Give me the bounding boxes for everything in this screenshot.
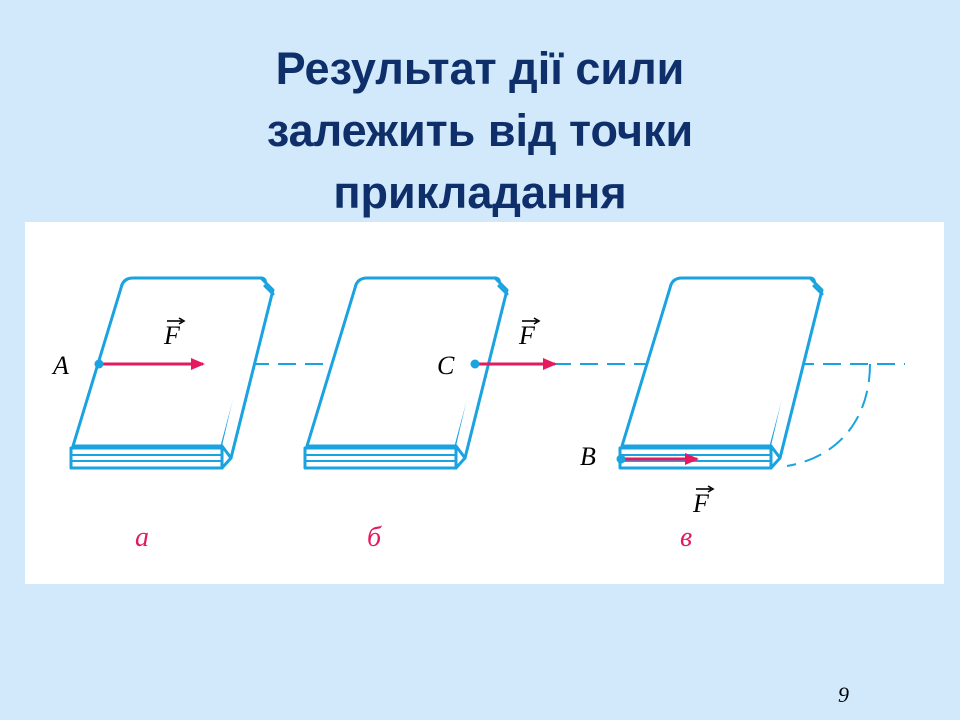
point-label-a: A <box>51 351 69 380</box>
title-line-2: залежить від точки <box>266 105 694 156</box>
force-symbol-b: F <box>692 489 710 518</box>
panel-label-a: а <box>135 522 149 553</box>
figure-diagram: A C B F F F а б в <box>51 276 905 553</box>
point-a-dot <box>94 359 104 369</box>
slide-title: Результат дії сили залежить від точки пр… <box>0 38 960 224</box>
force-symbol-a: F <box>163 321 181 350</box>
title-line-3: прикладання <box>333 167 627 218</box>
force-symbol-c: F <box>518 321 536 350</box>
panel-label-b: б <box>367 522 382 553</box>
book-force-figure: A C B F F F а б в <box>25 222 944 584</box>
force-label-b: F <box>692 485 715 518</box>
force-label-a: F <box>163 317 186 350</box>
book-b <box>303 276 509 470</box>
point-c-dot <box>470 359 480 369</box>
page-number: 9 <box>838 682 849 707</box>
force-label-c: F <box>518 317 541 350</box>
point-b-dot <box>616 454 626 464</box>
title-line-1: Результат дії сили <box>275 43 685 94</box>
point-label-b: B <box>580 442 596 471</box>
book-c <box>618 276 824 470</box>
panel-label-c: в <box>680 522 692 553</box>
book-a <box>69 276 275 470</box>
point-label-c: C <box>437 351 455 380</box>
